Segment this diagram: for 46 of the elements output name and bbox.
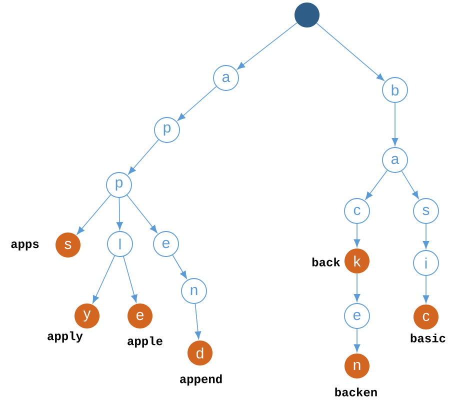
filled-circle-node: c bbox=[414, 304, 438, 330]
word-label: append bbox=[180, 374, 222, 386]
word-label: backen bbox=[335, 388, 377, 396]
word-label: apple bbox=[128, 336, 162, 348]
arrow bbox=[401, 170, 419, 199]
filled-circle-node: k bbox=[344, 248, 370, 274]
circle-node: e bbox=[344, 303, 370, 329]
arrow bbox=[316, 22, 384, 81]
circle-node: p bbox=[154, 117, 180, 143]
circle-node: e bbox=[153, 231, 179, 257]
circle-node: n bbox=[181, 278, 207, 304]
word-label: back bbox=[312, 258, 340, 266]
filled-circle-node: s bbox=[56, 232, 80, 258]
arrow bbox=[76, 194, 112, 235]
arrow bbox=[172, 254, 187, 279]
filled-circle-node: n bbox=[344, 354, 370, 378]
word-label: apps bbox=[11, 242, 39, 250]
word-label: apply bbox=[48, 331, 83, 343]
circle-node: c bbox=[344, 198, 370, 224]
arrow bbox=[92, 255, 115, 304]
arrow bbox=[237, 22, 298, 70]
arrow bbox=[354, 273, 360, 302]
filled-circle-node: d bbox=[188, 340, 212, 366]
word-label: basic bbox=[410, 334, 446, 342]
arrow bbox=[126, 194, 158, 234]
arrow bbox=[116, 198, 123, 230]
arrow bbox=[194, 304, 202, 340]
circle-node: l bbox=[107, 231, 133, 257]
arrow bbox=[422, 224, 430, 249]
filled-circle-node: e bbox=[128, 304, 152, 328]
circle-node: i bbox=[413, 250, 439, 276]
circle-node: a bbox=[213, 65, 239, 91]
filled-circle-node: y bbox=[74, 304, 100, 328]
circle-node: a bbox=[382, 147, 408, 173]
circle-node: s bbox=[413, 198, 439, 224]
root-node bbox=[294, 2, 320, 28]
arrow bbox=[354, 328, 360, 352]
arrow bbox=[123, 256, 138, 303]
arrow bbox=[422, 276, 430, 304]
arrow bbox=[128, 139, 159, 174]
arrow bbox=[178, 86, 217, 121]
arrow bbox=[392, 102, 398, 146]
arrow bbox=[365, 170, 388, 200]
circle-node: p bbox=[106, 172, 132, 198]
circle-node: b bbox=[382, 77, 408, 103]
arrow bbox=[354, 224, 360, 248]
